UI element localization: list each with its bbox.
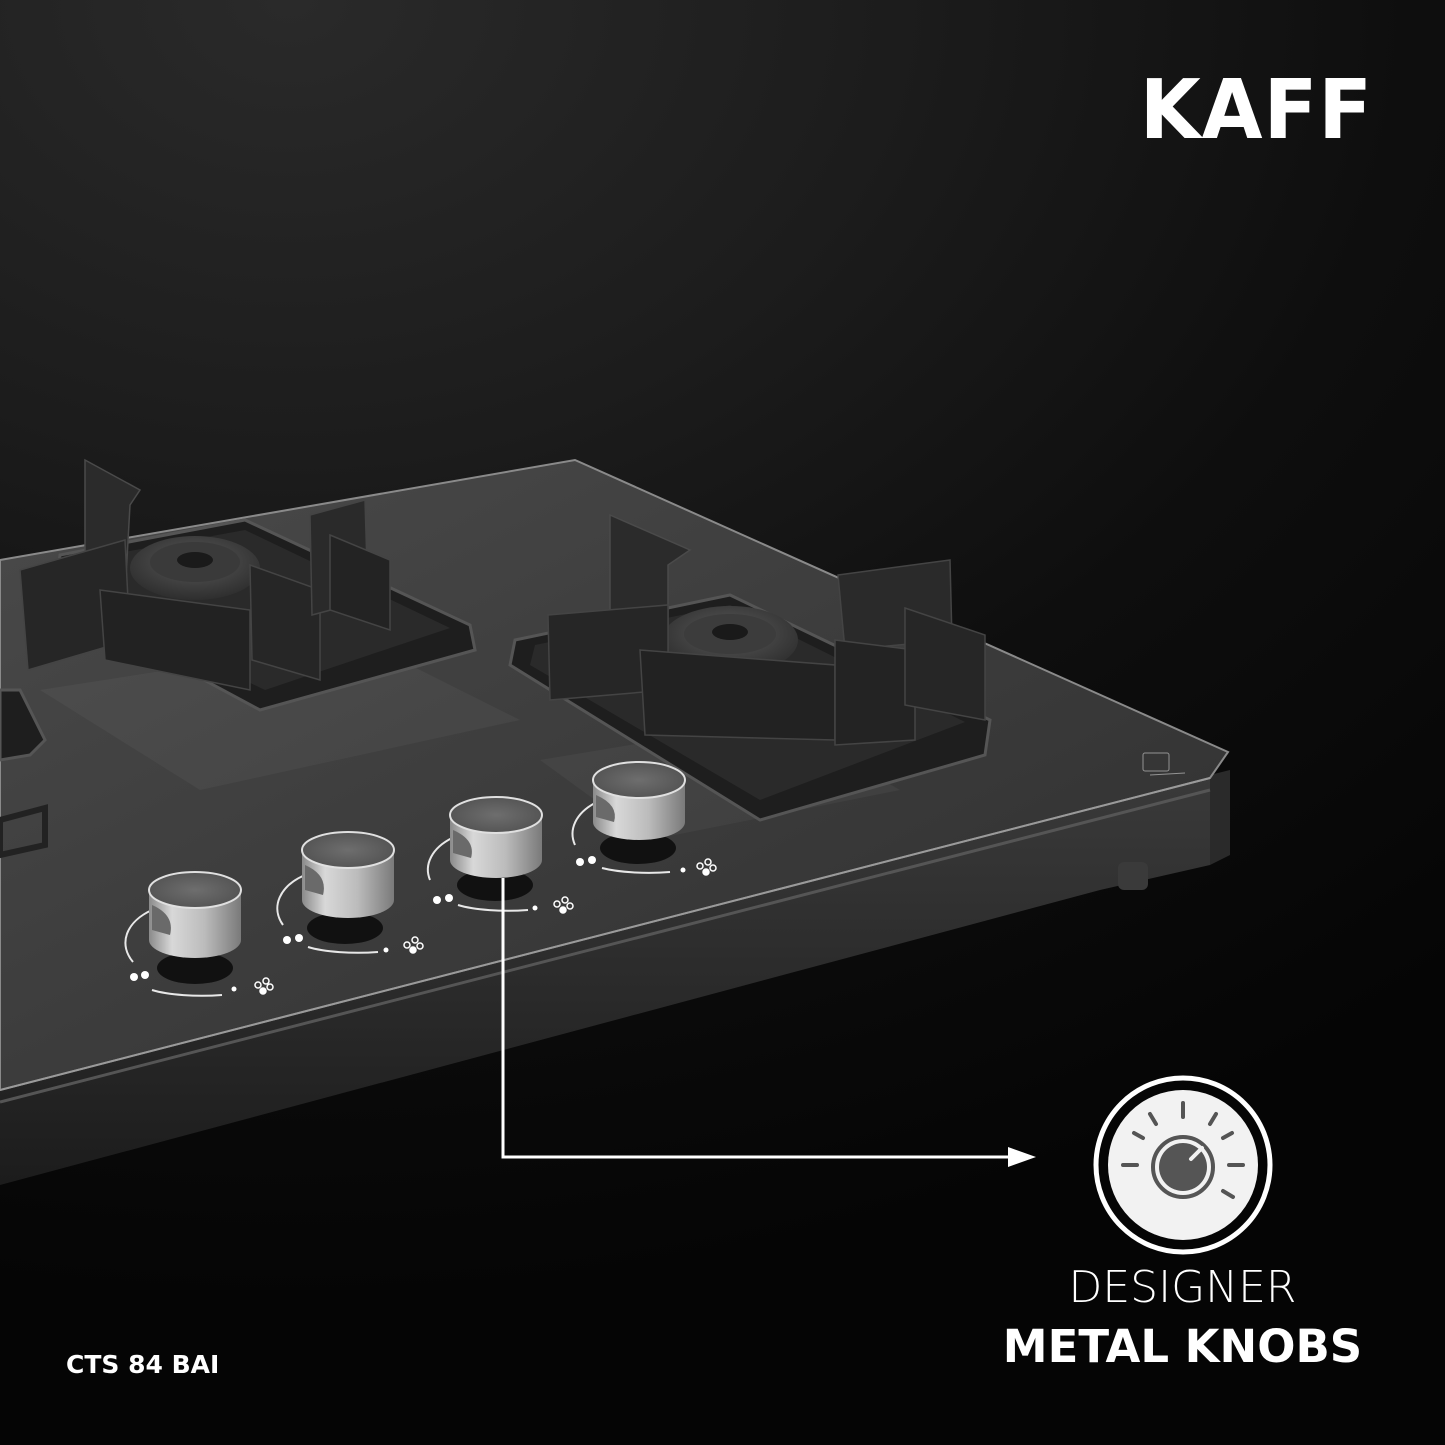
feature-title-line1: DESIGNER <box>1068 1262 1297 1313</box>
feature-caption: DESIGNER METAL KNOBS <box>990 1262 1375 1376</box>
knob-dial-icon <box>1093 1075 1273 1255</box>
cooktop-frame-side <box>0 775 1210 1185</box>
burner-back-left <box>19 458 477 712</box>
callout-arrow <box>501 878 1036 1167</box>
certification-mark <box>1142 752 1186 776</box>
knob-3 <box>426 796 574 914</box>
knob-1 <box>124 871 274 997</box>
knob-4 <box>571 761 717 876</box>
feature-title-line2: METAL KNOBS <box>1002 1320 1363 1373</box>
burner-back-right <box>508 513 992 822</box>
brand-logo: KAFF <box>1139 63 1373 158</box>
knob-2 <box>276 831 424 954</box>
model-number: CTS 84 BAI <box>66 1350 220 1379</box>
burner-front-left <box>0 688 48 859</box>
